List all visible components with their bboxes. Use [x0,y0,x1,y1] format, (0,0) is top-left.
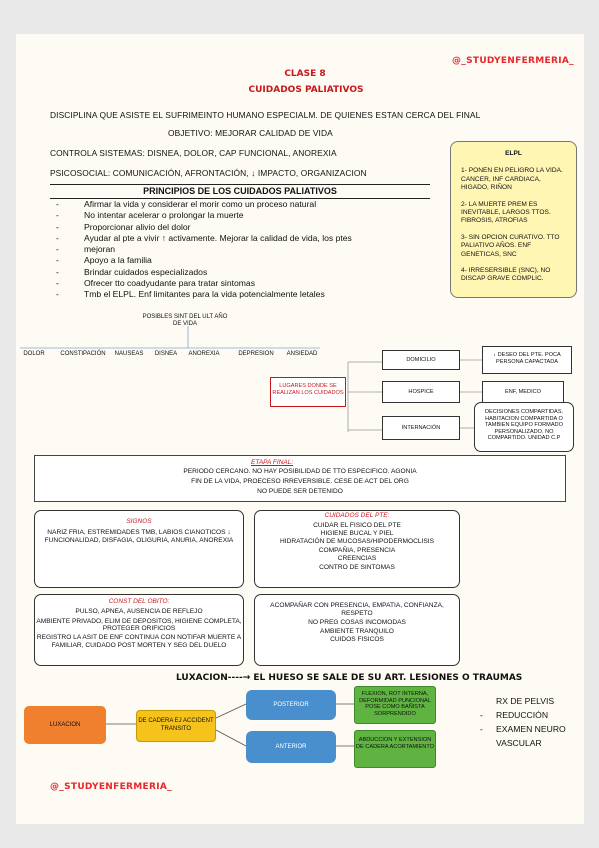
objective-line: OBJETIVO: MEJORAR CALIDAD DE VIDA [168,128,333,138]
control-line: CONTROLA SISTEMAS: DISNEA, DOLOR, CAP FU… [50,148,337,158]
final-stage-box: ETAPA FINAL: PERIODO CERCANO. NO HAY POS… [34,455,566,502]
luxation-note: RX DE PELVIS [496,696,555,706]
flow-hip: DE CADERA EJ ACCIDENT TRANSITO [136,710,216,742]
flow-luxation: LUXACION [24,706,106,744]
patient-care-item: CREENCIAS [337,555,377,563]
symptom-label: ANSIEDAD [286,351,318,357]
place-home: DOMICILIO [382,350,460,370]
principles-list: Afirmar la vida y considerar el morir co… [50,199,440,301]
patient-care-item: HIDRATACIÓN DE MUCOSAS/HIPODERMOCLISIS [280,538,434,546]
principle-item: Brindar cuidados especializados [50,267,440,279]
flow-posterior-detail: FLEXION, ROT INTERNA, DEFORMIDAD PUNCION… [354,686,436,724]
elpl-item-3: 3- SIN OPCION CURATIVO. TTO PALIATIVO AÑ… [461,233,560,258]
flow-posterior: POSTERIOR [246,690,336,720]
principle-item: Proporcionar alivio del dolor [50,222,440,234]
patient-care-item: CUIDAR EL FISICO DEL PTE [313,521,401,529]
signs-box: SIGNOS NARIZ FRIA, ESTREMIDADES TMB, LAB… [34,510,244,588]
psychosocial-line: PSICOSOCIAL: COMUNICACIÓN, AFRONTACIÓN, … [50,168,367,178]
symptom-label: NAUSEAS [114,351,144,357]
patient-care-item: COMPAÑIA, PRESENCIA [318,546,396,554]
luxation-note: -REDUCCIÓN [480,710,549,720]
accompaniment-item: ACOMPAÑAR CON PRESENCIA, EMPATIA, CONFIA… [270,602,444,617]
symptom-label: DISNEA [154,351,178,357]
death-confirmation-line: PULSO, APNEA, AUSENCIA DE REFLEJO [75,607,203,615]
death-confirmation-title: CONST DEL OBITO: [108,598,170,605]
top-handle: @_STUDYENFERMERIA_ [452,56,574,66]
place-hospice: HOSPICE [382,381,460,403]
final-stage-line: PERIODO CERCANO. NO HAY POSIBILIDAD DE T… [183,468,417,475]
principles-header: PRINCIPIOS DE LOS CUIDADOS PALIATIVOS [50,184,430,199]
patient-care-item: CONTRO DE SINTOMAS [319,563,395,571]
page-title: CUIDADOS PALIATIVOS [248,85,364,95]
luxation-note: VASCULAR [496,738,542,748]
patient-care-item: HIGIENE BUCAL Y PIEL [320,530,394,537]
accompaniment-box: ACOMPAÑAR CON PRESENCIA, EMPATIA, CONFIA… [254,594,460,666]
accompaniment-item: NO PREG COSAS INCOMODAS [308,619,406,627]
symptom-label: DEPRESION [238,351,274,357]
bottom-handle: @_STUDYENFERMERIA_ [50,782,172,792]
signs-text: NARIZ FRIA, ESTREMIDADES TMB, LABIOS CIA… [44,528,234,544]
symptom-label: CONSTIPACIÓN [60,351,106,357]
symptom-label: DOLOR [23,351,45,357]
accompaniment-item: AMBIENTE TRANQUILO [320,627,394,635]
elpl-title: ELPL [505,150,522,157]
symptom-label: ANOREXIA [188,351,220,357]
flow-anterior-detail: ABDUCCION Y EXTENSION DE CADERA ACORTAMI… [354,730,436,768]
luxation-heading: LUXACION----→ EL HUESO SE SALE DE SU ART… [176,673,523,683]
patient-care-box: CUIDADOS DEL PTE: CUIDAR EL FISICO DEL P… [254,510,460,588]
death-confirmation-line: REGISTRO LA ASIT DE ENF CONTINUA CON NOT… [36,634,242,649]
patient-care-title: CUIDADOS DEL PTE: [324,512,390,519]
principle-item: Ayudar al pte a vivir ↑ activamente. Mej… [50,233,440,245]
luxation-note: -EXAMEN NEURO [480,724,566,734]
place-home-detail: ↓ DESEO DEL PTE. POCA PERSONA CAPACTADA [482,346,572,374]
care-places-box: LUGARES DONDE SE REALIZAN LOS CUIDADOS [270,377,346,407]
final-stage-line: FIN DE LA VIDA, PROECESO IRREVERSIBLE. C… [191,478,409,485]
place-internment: INTERNACIÓN [382,416,460,440]
discipline-line: DISCIPLINA QUE ASISTE EL SUFRIMEINTO HUM… [50,110,481,120]
final-stage-title: ETAPA FINAL: [251,459,294,466]
signs-title: SIGNOS [126,518,152,525]
principle-item: Apoyo a la familia [50,255,440,267]
principles-title: PRINCIPIOS DE LOS CUIDADOS PALIATIVOS [143,186,337,196]
principle-item: No intentar acelerar o prolongar la muer… [50,210,440,222]
elpl-item-1: 1- PONEN EN PELIGRO LA VIDA. CANCER, INF… [461,167,563,192]
death-confirmation-line: AMBIENTE PRIVADO, ELIM DE DEPOSITOS, HIG… [36,618,242,633]
principle-item: Ofrecer tto coadyudante para tratar sint… [50,278,440,290]
principle-item: mejoran [50,244,440,256]
place-internment-detail: DECISIONES COMPARTIDAS. HABITACION COMPA… [474,402,574,452]
class-number: CLASE 8 [284,69,326,79]
death-confirmation-box: CONST DEL OBITO: PULSO, APNEA, AUSENCIA … [34,594,244,666]
accompaniment-item: CUIDOS FISICOS [330,636,384,643]
principle-item: Afirmar la vida y considerar el morir co… [50,199,440,211]
place-hospice-detail: ENF, MEDICO [482,381,564,403]
final-stage-line: NO PUEDE SER DETENIDO [257,488,343,495]
symptoms-title: POSIBLES SINT DEL ULT AÑO DE VIDA [142,314,228,327]
flow-anterior: ANTERIOR [246,731,336,763]
principle-item: Tmb el ELPL. Enf limitantes para la vida… [50,289,440,301]
elpl-item-4: 4- IRRESERSIBLE (SNC), NO DISCAP GRAVE C… [461,267,551,283]
elpl-item-2: 2- LA MUERTE PREM ES INEVITABLE, LARGOS … [461,200,551,225]
elpl-box: ELPL 1- PONEN EN PELIGRO LA VIDA. CANCER… [450,141,577,298]
